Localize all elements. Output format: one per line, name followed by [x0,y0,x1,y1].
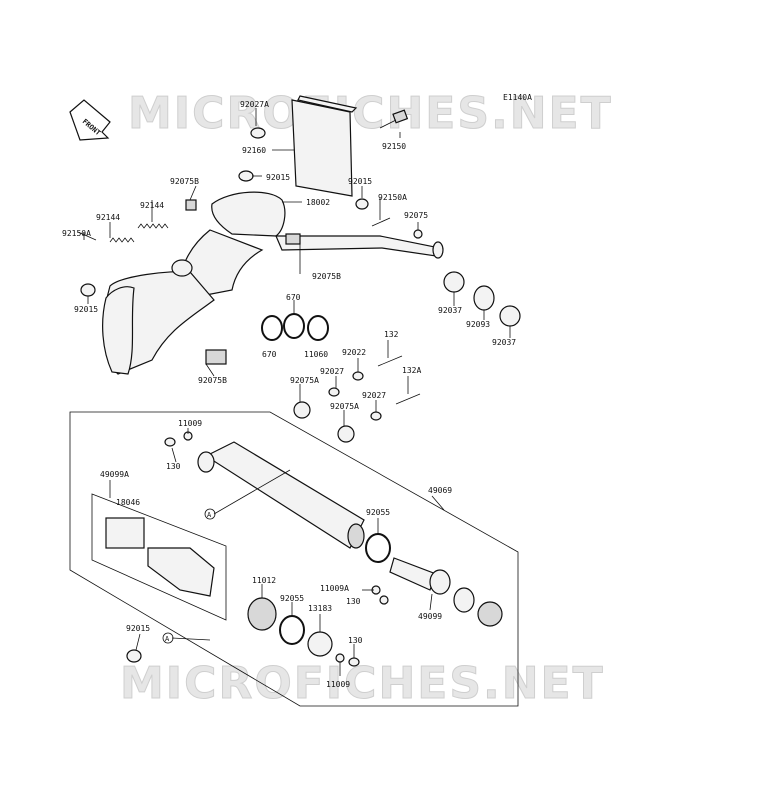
spring-92144 [109,223,169,243]
label-92150: 92150 [382,142,406,151]
label-92015-a: 92015 [266,173,290,182]
label-92075B-low: 92075B [198,376,227,385]
label-92055-b: 92055 [280,594,304,603]
label-92093: 92093 [466,320,490,329]
silencer-49069 [197,441,365,549]
bolt-130-c [348,657,360,667]
watermark-top: MICROFICHES.NET [128,88,613,139]
label-92144-b: 92144 [96,213,120,222]
nut-92015-l [80,283,96,297]
gasket-92055-b [279,615,305,645]
exhaust-chamber [102,259,215,375]
callout-a-1 [204,508,216,520]
bracket-92075B-mid [285,233,301,245]
label-11009-b: 11009 [326,680,350,689]
inner-assembly-frame [91,493,227,621]
silencer-assembly-frame [69,411,519,707]
watermark-bottom: MICROFICHES.NET [120,658,605,709]
inner-pipe-49099 [389,557,503,627]
bracket-92075B-top [185,199,197,211]
label-92027A: 92027A [240,100,269,109]
label-92144-a: 92144 [140,201,164,210]
label-49099A: 49099A [100,470,129,479]
label-92015-b: 92015 [348,177,372,186]
callout-a-1-label: A [207,511,212,519]
clamp-92037-b [499,305,521,327]
label-92015-c: 92015 [126,624,150,633]
label-92015-l: 92015 [74,305,98,314]
label-130-c: 130 [348,636,363,645]
label-92075B-top: 92075B [170,177,199,186]
front-arrow-icon: FRONT [69,99,111,141]
label-670-a: 670 [286,293,301,302]
label-11060: 11060 [304,350,328,359]
label-92150A-l: 92150A [62,229,91,238]
packing-18046 [105,517,145,549]
label-670-b: 670 [262,350,277,359]
label-18002: 18002 [306,198,330,207]
label-92075B-mid: 92075B [312,272,341,281]
washer-11009-b [335,653,345,663]
label-11009A: 11009A [320,584,349,593]
bolt-92150 [379,109,409,129]
label-92037-b: 92037 [492,338,516,347]
collar-92027-a [328,387,340,397]
label-92037-a: 92037 [438,306,462,315]
label-132A: 132A [402,366,421,375]
leader-lines [83,108,511,676]
gasket-670-b [283,313,305,339]
collar-92027-b [370,411,382,421]
inner-pipe [147,547,215,597]
clamp-92037-a [443,271,465,293]
label-49069: 49069 [428,486,452,495]
label-11012: 11012 [252,576,276,585]
nut-92015-b [355,198,369,210]
label-92075A-b: 92075A [330,402,359,411]
plate-13183 [307,631,333,657]
label-11009-a: 11009 [178,419,202,428]
label-92160: 92160 [242,146,266,155]
bracket-92075B-low [205,349,227,365]
gasket-11060 [307,315,329,341]
collar-92075 [413,229,423,239]
grommet-92075A-b [337,425,355,443]
gasket-670-a [261,315,283,341]
bolt-130-b [379,595,389,605]
label-13183: 13183 [308,604,332,613]
washer-92022 [352,371,364,381]
bolt-132 [377,355,403,367]
label-92027-a: 92027 [320,367,344,376]
label-92150A-r: 92150A [378,193,407,202]
bolt-92150A-r [371,217,391,227]
label-92055-a: 92055 [366,508,390,517]
nut-92015-c [126,649,142,663]
label-92027-b: 92027 [362,391,386,400]
callout-a-2-label: A [165,635,170,643]
gasket-92055-a [365,533,391,563]
label-92075: 92075 [404,211,428,220]
joint-92093 [473,285,495,311]
label-130-b: 130 [346,597,361,606]
bolt-132A [395,393,421,405]
label-130-a: 130 [166,462,181,471]
plate-92160 [250,95,358,197]
label-92022: 92022 [342,348,366,357]
label-92075A-a: 92075A [290,376,319,385]
grommet-92075A-a [293,401,311,419]
bolt-130-a [164,437,176,447]
label-18046: 18046 [116,498,140,507]
label-49099: 49099 [418,612,442,621]
diagram-code: E1140A [503,93,532,102]
label-132: 132 [384,330,399,339]
bolt-92150A-l [77,231,97,241]
end-cap-11012 [247,597,277,631]
